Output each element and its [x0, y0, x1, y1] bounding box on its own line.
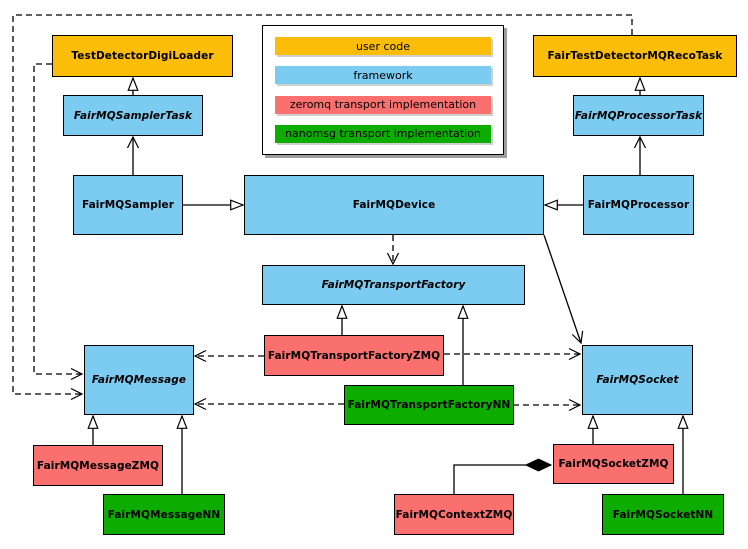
node-fairmq-socket: FairMQSocket	[582, 345, 693, 415]
node-fairmq-processor: FairMQProcessor	[583, 175, 694, 235]
node-fairmq-socket-nn: FairMQSocketNN	[602, 494, 724, 535]
node-fairmq-processor-task: FairMQProcessorTask	[573, 95, 704, 136]
edge-contextzmq-socketzmq-composition	[453, 465, 551, 494]
node-fairmq-message-zmq: FairMQMessageZMQ	[33, 445, 163, 486]
edge-digiloader-message-dependency	[33, 63, 84, 381]
node-fairmq-message: FairMQMessage	[84, 345, 194, 415]
node-fairmq-sampler: FairMQSampler	[73, 175, 183, 235]
node-fairmq-transport-factory: FairMQTransportFactory	[262, 265, 525, 305]
node-fairmq-message-nn: FairMQMessageNN	[103, 494, 225, 535]
node-fairmq-device: FairMQDevice	[244, 175, 544, 235]
edge-recotask-message-dependency	[12, 14, 633, 401]
legend-item-nanomsg-transport: nanomsg transport implementation	[275, 124, 491, 143]
node-fairmq-sampler-task: FairMQSamplerTask	[63, 95, 203, 136]
node-fair-test-detector-mq-reco-task: FairTestDetectorMQRecoTask	[533, 35, 737, 77]
node-fairmq-transport-factory-zmq: FairMQTransportFactoryZMQ	[264, 335, 444, 376]
node-fairmq-transport-factory-nn: FairMQTransportFactoryNN	[344, 385, 514, 425]
legend-item-framework: framework	[275, 66, 491, 85]
node-fairmq-socket-zmq: FairMQSocketZMQ	[553, 444, 674, 484]
node-fairmq-context-zmq: FairMQContextZMQ	[394, 494, 514, 535]
legend-item-zeromq-transport: zeromq transport implementation	[275, 95, 491, 114]
legend-box: user code framework zeromq transport imp…	[262, 25, 504, 155]
edge-device-socket-association	[543, 234, 584, 345]
node-test-detector-digi-loader: TestDetectorDigiLoader	[52, 35, 233, 77]
legend-item-user-code: user code	[275, 37, 491, 55]
